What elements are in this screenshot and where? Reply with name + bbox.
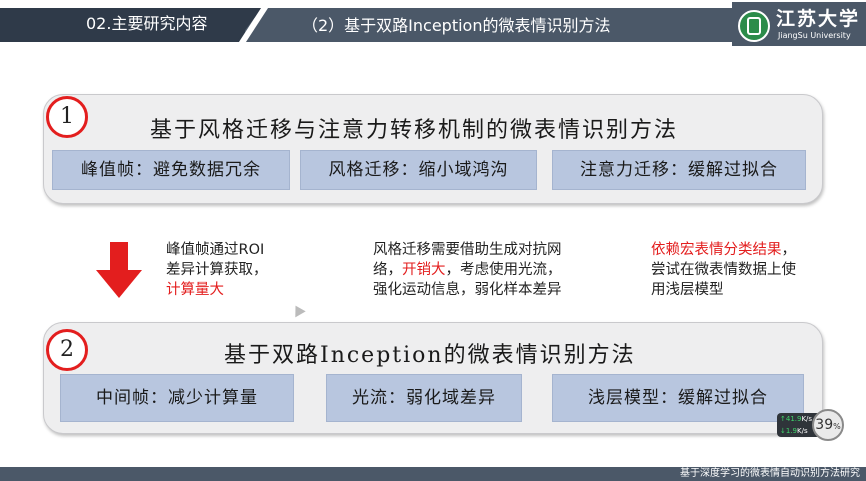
logo-chinese-name: 江苏大学 xyxy=(776,8,861,30)
upload-speed: ↑41.9K/s xyxy=(780,414,812,424)
cpu-percent-unit: % xyxy=(833,422,841,431)
feature-box-attention-transfer: 注意力迁移：缓解过拟合 xyxy=(552,150,806,190)
upload-unit: K/s xyxy=(801,415,813,423)
note3-line2: 尝试在微表情数据上使 xyxy=(651,262,796,278)
section-title: 02.主要研究内容 xyxy=(86,14,208,33)
feature-box-middle-frame: 中间帧：减少计算量 xyxy=(60,374,294,422)
method-title-2: 基于双路Inception的微表情识别方法 xyxy=(224,343,636,368)
down-arrow-icon xyxy=(110,242,128,272)
note2-highlight: 开销大 xyxy=(402,262,446,278)
university-emblem-icon xyxy=(738,10,770,42)
note2-line2b: ，考虑使用光流， xyxy=(445,262,562,278)
emblem-inner-icon xyxy=(747,17,761,35)
down-arrow-head-icon xyxy=(96,270,142,298)
note-shallow-model: 依赖宏表情分类结果， 尝试在微表情数据上使 用浅层模型 xyxy=(651,240,821,300)
download-value: ↓1.9 xyxy=(780,427,797,435)
feature-box-optical-flow: 光流：弱化域差异 xyxy=(326,374,522,422)
mouse-cursor-icon xyxy=(290,302,306,318)
topic-title: （2）基于双路Inception的微表情识别方法 xyxy=(302,16,611,35)
note1-line2: 差异计算获取， xyxy=(166,262,268,278)
feature-box-shallow-model: 浅层模型：缓解过拟合 xyxy=(552,374,804,422)
method-number-1: 1 xyxy=(46,96,88,138)
cpu-percent: 39 xyxy=(815,417,834,433)
note1-highlight: 计算量大 xyxy=(166,282,224,298)
header-section-block xyxy=(0,8,245,42)
note1-line1: 峰值帧通过ROI xyxy=(166,242,265,258)
note2-line3: 强化运动信息，弱化样本差异 xyxy=(373,282,562,298)
download-speed: ↓1.9K/s xyxy=(780,426,808,436)
note3-comma: ， xyxy=(781,242,797,258)
note2-line2a: 络， xyxy=(373,262,402,278)
feature-box-style-transfer: 风格迁移：缩小域鸿沟 xyxy=(300,150,537,190)
footer-title: 基于深度学习的微表情自动识别方法研究 xyxy=(680,468,860,479)
note2-line1: 风格迁移需要借助生成对抗网 xyxy=(373,242,562,258)
download-unit: K/s xyxy=(797,427,808,435)
slide-header: 02.主要研究内容 （2）基于双路Inception的微表情识别方法 江苏大学 … xyxy=(0,0,866,46)
note-peak-frame: 峰值帧通过ROI 差异计算获取， 计算量大 xyxy=(166,240,316,300)
slide-footer xyxy=(0,467,866,481)
note3-line3: 用浅层模型 xyxy=(651,282,724,298)
note3-highlight: 依赖宏表情分类结果 xyxy=(651,242,782,258)
method-title-1: 基于风格迁移与注意力转移机制的微表情识别方法 xyxy=(150,118,679,143)
feature-box-peak-frame: 峰值帧：避免数据冗余 xyxy=(52,150,290,190)
logo-english-name: JiangSu University xyxy=(778,31,851,40)
cpu-usage-indicator[interactable]: 39% xyxy=(812,409,844,441)
note-style-transfer: 风格迁移需要借助生成对抗网 络，开销大，考虑使用光流， 强化运动信息，弱化样本差… xyxy=(373,240,603,300)
upload-value: ↑41.9 xyxy=(780,415,802,423)
method-number-2: 2 xyxy=(46,329,88,371)
